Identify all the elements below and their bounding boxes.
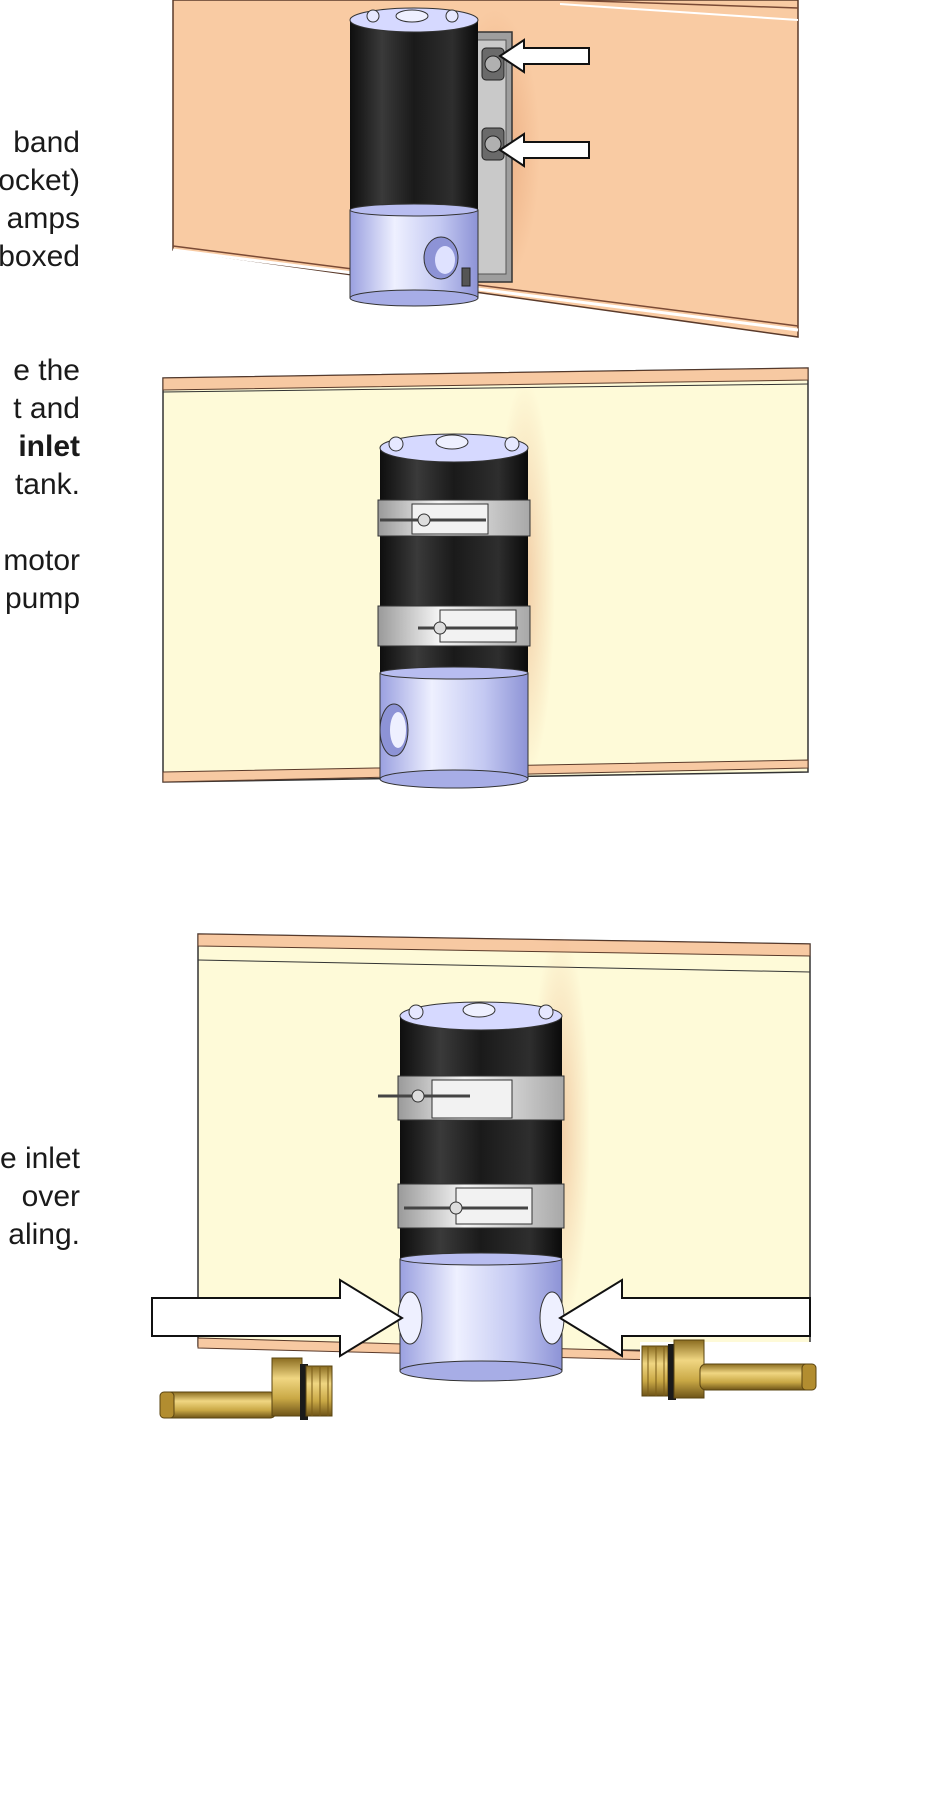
bold-word: inlet: [18, 430, 80, 463]
text-block-motor: motor pump: [0, 542, 80, 618]
pump-fittings-figure: [151, 930, 818, 1446]
hose-barb-fitting: [640, 1339, 818, 1418]
bolt-icon: [481, 127, 505, 161]
hose-barb-fitting: [156, 1357, 334, 1446]
text-line: boxed: [0, 240, 80, 273]
text-line: t and: [13, 392, 80, 425]
hose-clamp: [397, 1183, 565, 1229]
text-line: ocket): [0, 164, 80, 197]
text-line: amps: [6, 202, 80, 235]
arrow-icon: [498, 132, 590, 168]
text-line: band: [13, 126, 80, 159]
arrow-icon: [498, 38, 590, 74]
text-line: over: [21, 1180, 80, 1213]
text-line: tank.: [14, 468, 80, 501]
text-line: aling.: [8, 1218, 80, 1251]
text-block-bracket: band ocket) amps boxed: [0, 124, 80, 276]
arrow-right-icon: [151, 1278, 404, 1358]
text-line: e inlet: [0, 1142, 80, 1175]
text-line: pump: [4, 582, 80, 615]
text-block-fittings: e inlet over aling.: [0, 1140, 80, 1254]
pump-clamp-figure: [162, 367, 809, 789]
text-line: motor: [3, 544, 80, 577]
text-line: inlet: [0, 428, 80, 466]
text-block-inlet: e the t and inlet tank.: [0, 352, 80, 504]
bolt-icon: [481, 47, 505, 81]
hose-clamp: [377, 499, 531, 537]
hose-clamp: [377, 605, 531, 647]
arrow-left-icon: [558, 1278, 811, 1358]
text-line: e the: [13, 354, 80, 387]
hose-clamp: [378, 1075, 565, 1121]
pump-bracket-figure: [172, 0, 799, 338]
